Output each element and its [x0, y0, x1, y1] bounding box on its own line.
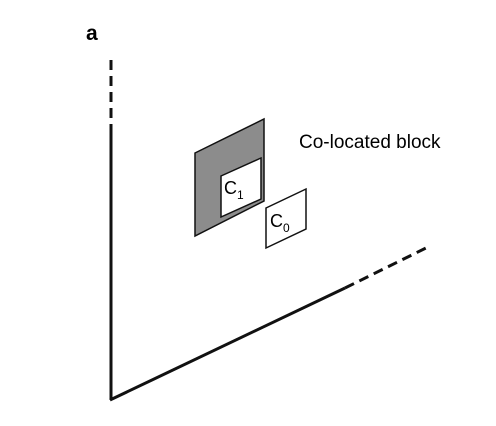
- panel-label: a: [86, 22, 98, 45]
- colocated-block-annotation: Co-located block: [299, 132, 441, 153]
- diagonal-axis: [109, 286, 346, 402]
- block-c0: [265, 187, 307, 250]
- diagonal-axis-dashed: [344, 244, 431, 290]
- block-c1: [220, 156, 262, 219]
- block-c0-label: C0: [270, 211, 290, 235]
- block-c1-label: C1: [224, 178, 244, 202]
